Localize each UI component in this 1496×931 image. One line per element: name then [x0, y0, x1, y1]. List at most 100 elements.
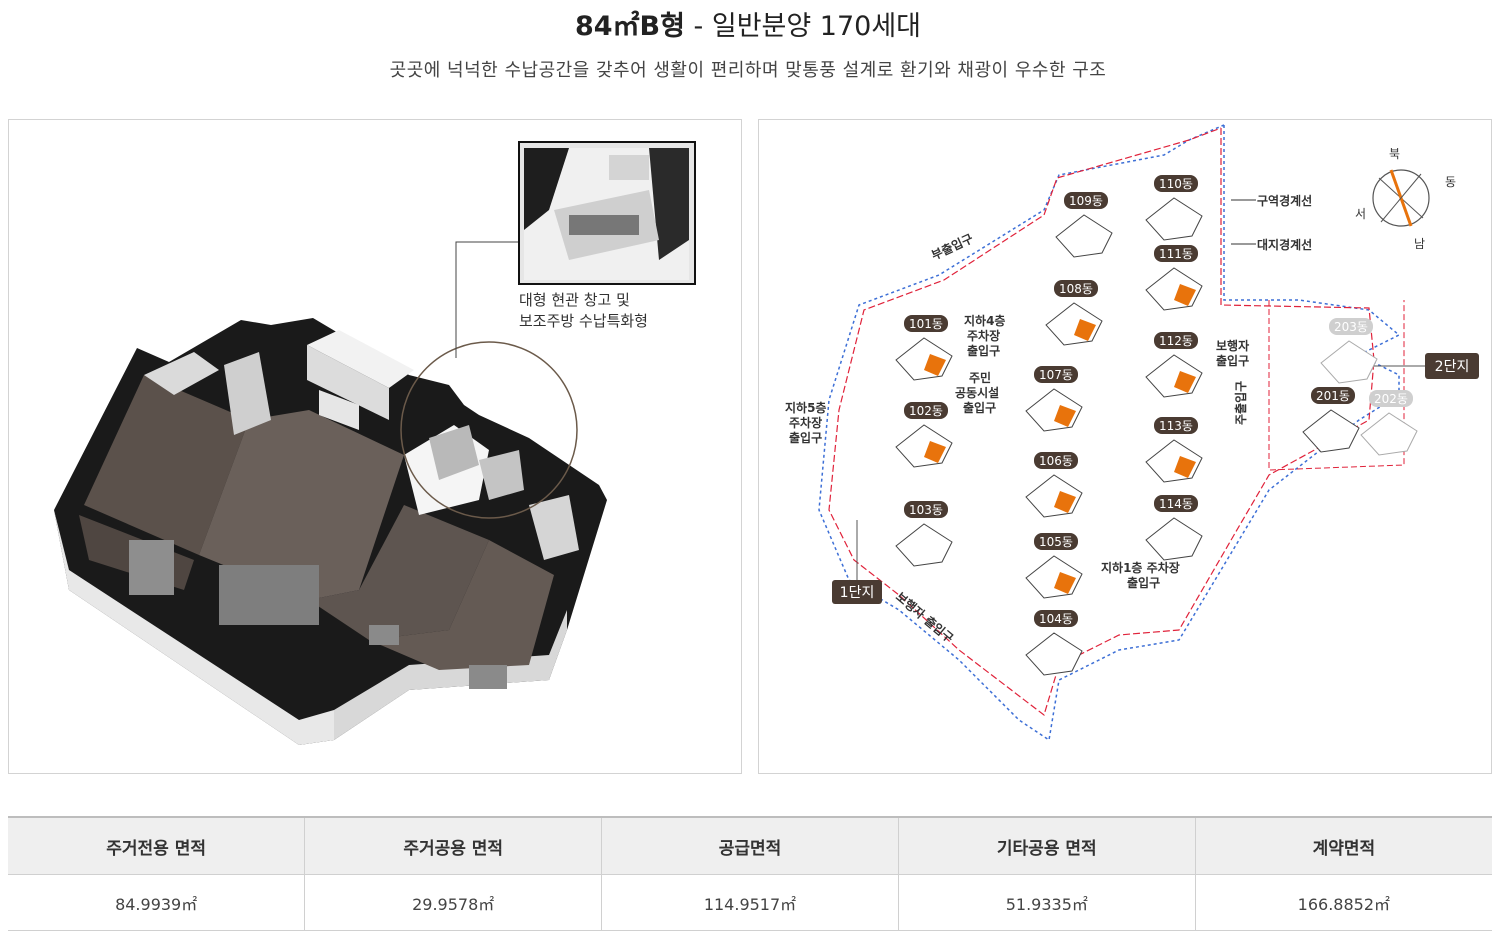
building-footprint: [895, 424, 953, 468]
building-label: 101동: [909, 317, 943, 331]
complex-2-tag: 2단지: [1435, 359, 1470, 375]
unit-highlight: [1054, 572, 1076, 594]
building-label: 102동: [909, 404, 943, 418]
building-tag: [1064, 192, 1108, 209]
title-detail: - 일반분양 170세대: [684, 11, 922, 42]
compass-south: 남: [1414, 237, 1425, 251]
building-label: 201동: [1316, 389, 1350, 403]
compass-north: 북: [1389, 147, 1400, 161]
callout-line-2: 보조주방 수납특화형: [519, 312, 648, 330]
building-footprint: [1025, 632, 1083, 676]
building-label: 113동: [1159, 419, 1193, 433]
building-footprint: [1145, 197, 1203, 241]
building-label: 106동: [1039, 454, 1073, 468]
label-b1-parking-2: 출입구: [1127, 575, 1160, 590]
building-tag: [1369, 390, 1413, 407]
label-pedestrian-1: 보행자: [1216, 338, 1249, 353]
label-b4-parking-2: 주차장: [967, 328, 1000, 343]
legend-zone-boundary: 구역경계선: [1257, 193, 1312, 208]
building-footprint: [1045, 302, 1103, 346]
label-community-3: 출입구: [963, 400, 996, 415]
label-b1-parking-1: 지하1층 주차장: [1101, 560, 1180, 575]
building-label: 111동: [1159, 247, 1193, 261]
building-label: 203동: [1334, 320, 1368, 334]
compass-icon: 북 동 남 서: [1355, 147, 1456, 251]
compass-west: 서: [1355, 207, 1366, 221]
unit-highlight: [1174, 371, 1196, 393]
label-main-entrance: 주출입구: [1233, 381, 1248, 425]
building-footprint: [1145, 439, 1203, 483]
building-footprint: [1025, 388, 1083, 432]
label-community-1: 주민: [969, 370, 991, 385]
building-tag: [1034, 533, 1078, 550]
siteplan-map: 북 동 남 서 구역경계선 대지경계선 101동102동103동104동105동…: [785, 124, 1479, 742]
legend-site-boundary: 대지경계선: [1257, 237, 1312, 252]
building-label: 104동: [1039, 612, 1073, 626]
floorplan-illustration: 대형 현관 창고 및 보조주방 수납특화형: [54, 141, 696, 745]
building-label: 114동: [1159, 497, 1193, 511]
area-table: 주거전용 면적 주거공용 면적 공급면적 기타공용 면적 계약면적 84.993…: [8, 816, 1492, 931]
building-tag: [1034, 452, 1078, 469]
building-label: 103동: [909, 503, 943, 517]
unit-highlight: [1074, 319, 1096, 341]
building-tag: [1154, 495, 1198, 512]
area-table-header: 주거전용 면적 주거공용 면적 공급면적 기타공용 면적 계약면적: [8, 816, 1492, 875]
building-tag: [1154, 245, 1198, 262]
building-footprint: [1145, 517, 1203, 561]
building-label: 202동: [1374, 392, 1408, 406]
unit-highlight: [1054, 491, 1076, 513]
value-supply-area: 114.9517㎡: [601, 874, 899, 931]
header-contract-area: 계약면적: [1195, 816, 1492, 875]
building-footprint: [1055, 214, 1113, 258]
building-footprint: [1025, 474, 1083, 518]
title-type: 84㎡B형: [574, 11, 685, 42]
compass-east: 동: [1445, 175, 1456, 189]
label-b5-parking-2: 주차장: [789, 415, 822, 430]
label-b4-parking-1: 지하4층: [964, 313, 1005, 328]
building-tag: [1311, 387, 1355, 404]
label-sub-entrance: 부출입구: [929, 230, 975, 262]
building-tag: [904, 315, 948, 332]
page-subtitle: 곳곳에 넉넉한 수납공간을 갖추어 생활이 편리하며 맞통풍 설계로 환기와 채…: [389, 60, 1107, 81]
label-community-2: 공동시설: [955, 385, 999, 400]
building-tag: [1329, 318, 1373, 335]
building-label: 109동: [1069, 194, 1103, 208]
building-footprint: [1320, 340, 1378, 384]
label-pedestrian-2: 출입구: [1216, 353, 1249, 368]
building-footprint: [1025, 555, 1083, 599]
building-footprint: [1302, 409, 1360, 453]
building-tag: [1154, 332, 1198, 349]
header-other-common-area: 기타공용 면적: [898, 816, 1196, 875]
unit-highlight: [1174, 456, 1196, 478]
building-footprint: [1145, 267, 1203, 311]
building-label: 112동: [1159, 334, 1193, 348]
building-label: 110동: [1159, 177, 1193, 191]
unit-highlight: [1054, 405, 1076, 427]
building-tag: [1054, 280, 1098, 297]
building-tag: [1034, 366, 1078, 383]
unit-highlight: [1174, 284, 1196, 306]
label-b5-parking-3: 출입구: [789, 430, 822, 445]
zone-boundary: [828, 127, 1375, 717]
building-tag: [904, 402, 948, 419]
building-tag: [904, 501, 948, 518]
complex-1-tag: 1단지: [840, 585, 875, 601]
value-exclusive-area: 84.9939㎡: [8, 874, 306, 931]
building-label: 108동: [1059, 282, 1093, 296]
label-pedestrian-diag: 보행자 출입구: [893, 589, 957, 646]
value-contract-area: 166.8852㎡: [1195, 874, 1492, 931]
label-b5-parking-1: 지하5층: [785, 400, 826, 415]
header-exclusive-area: 주거전용 면적: [8, 816, 306, 875]
building-label: 107동: [1039, 368, 1073, 382]
building-tag: [1154, 175, 1198, 192]
building-tag: [1034, 610, 1078, 627]
label-b4-parking-3: 출입구: [967, 343, 1000, 358]
callout-line-1: 대형 현관 창고 및: [519, 291, 630, 309]
building-footprint: [1145, 354, 1203, 398]
unit-highlight: [924, 354, 946, 376]
building-footprint: [895, 523, 953, 567]
table-row: 84.9939㎡ 29.9578㎡ 114.9517㎡ 51.9335㎡ 166…: [8, 874, 1492, 931]
building-footprint: [1360, 412, 1418, 456]
unit-highlight: [924, 441, 946, 463]
